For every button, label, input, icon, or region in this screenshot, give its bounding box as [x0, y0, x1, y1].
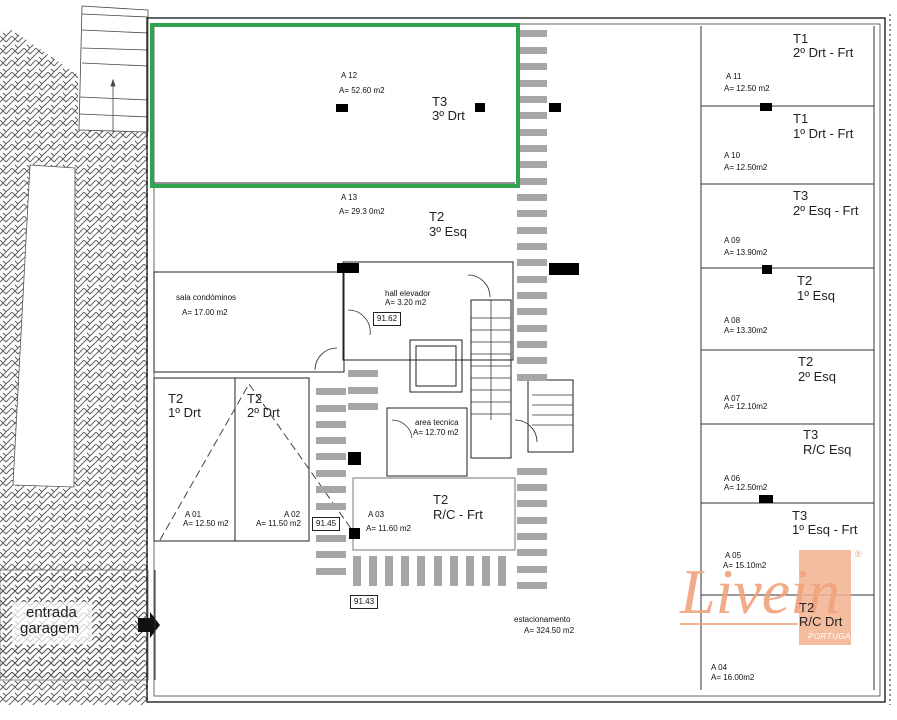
unit-a07-id: A 07 [724, 394, 741, 403]
unit-a13-floor: 3º Esq [429, 224, 467, 239]
unit-a06-area: A= 12.50m2 [724, 483, 768, 492]
unit-a04-floor: R/C Drt [799, 614, 843, 629]
garage-entrance-line2: garagem [20, 620, 80, 637]
unit-a11-floor: 2º Drt - Frt [793, 45, 854, 60]
unit-a10-type: T1 [793, 111, 809, 126]
unit-a01-id: A 01 [185, 510, 202, 519]
unit-a01-type: T2 [168, 391, 184, 406]
highlighted-unit-a12[interactable] [150, 23, 520, 188]
unit-a12-area: A= 52.60 m2 [339, 86, 385, 95]
unit-a10-id: A 10 [724, 151, 741, 160]
unit-a12-floor: 3º Drt [432, 108, 465, 123]
unit-a07-area: A= 12.10m2 [724, 402, 768, 411]
logo-box [799, 550, 851, 645]
room-parking-area: A= 324.50 m2 [524, 626, 575, 635]
structural-columns [336, 103, 773, 539]
unit-a07-floor: 2º Esq [798, 369, 836, 384]
unit-a13-type: T2 [429, 209, 445, 224]
room-sala-area: A= 17.00 m2 [182, 308, 228, 317]
unit-a08-id: A 08 [724, 316, 741, 325]
parking-stripes [316, 30, 547, 589]
unit-a01-floor: 1º Drt [168, 405, 201, 420]
unit-a09-id: A 09 [724, 236, 741, 245]
unit-a02-type: T2 [247, 391, 263, 406]
unit-a06-id: A 06 [724, 474, 741, 483]
unit-a05-id: A 05 [725, 551, 742, 560]
unit-a08-floor: 1º Esq [797, 288, 835, 303]
logo-text: Livein [680, 556, 840, 627]
unit-a06-floor: R/C Esq [803, 442, 852, 457]
unit-a11-type: T1 [793, 31, 809, 46]
logo-portugal: PORTUGAL [808, 632, 856, 641]
unit-a02-area: A= 11.50 m2 [256, 519, 301, 528]
unit-a11-id: A 11 [726, 72, 742, 81]
room-tecnica-area: A= 12.70 m2 [413, 428, 459, 437]
unit-a03-id: A 03 [368, 510, 385, 519]
unit-a08-type: T2 [797, 273, 813, 288]
unit-a10-area: A= 12.50m2 [724, 163, 768, 172]
unit-a04-area: A= 16.00m2 [711, 673, 755, 682]
unit-a02-floor: 2º Drt [247, 405, 280, 420]
unit-a06-type: T3 [803, 427, 819, 442]
unit-a09-area: A= 13.90m2 [724, 248, 768, 257]
unit-a10-floor: 1º Drt - Frt [793, 126, 854, 141]
garage-entrance-label: entrada garagem [20, 605, 79, 637]
elevation-marker: 91.43 [350, 595, 379, 609]
room-hall-name: hall elevador [385, 289, 431, 298]
unit-a01-area: A= 12.50 m2 [183, 519, 229, 528]
logo-registered-icon: ® [855, 549, 862, 559]
logo-underline [680, 623, 798, 625]
room-tecnica-name: area tecnica [415, 418, 459, 427]
unit-a07-type: T2 [798, 354, 814, 369]
ramp [78, 5, 149, 133]
unit-a04-id: A 04 [711, 663, 728, 672]
unit-a09-type: T3 [793, 188, 809, 203]
unit-a05-floor: 1º Esq - Frt [792, 522, 858, 537]
room-sala-name: sala condóminos [176, 293, 237, 302]
elevation-marker: 91.62 [373, 312, 402, 326]
unit-a11-area: A= 12.50 m2 [724, 84, 770, 93]
planter-strip [12, 164, 76, 488]
room-parking-name: estacionamento [514, 615, 571, 624]
unit-a05-area: A= 15.10m2 [723, 561, 767, 570]
unit-a13-area: A= 29.3 0m2 [339, 207, 385, 216]
unit-a08-area: A= 13.30m2 [724, 326, 768, 335]
unit-a12-id: A 12 [341, 71, 358, 80]
unit-a03-floor: R/C - Frt [433, 507, 483, 522]
unit-a12-type: T3 [432, 94, 448, 109]
unit-a09-floor: 2º Esq - Frt [793, 203, 859, 218]
unit-a02-id: A 02 [284, 510, 301, 519]
elevation-marker: 91.45 [312, 517, 341, 531]
garage-entrance-line1: entrada [26, 604, 77, 621]
unit-a04-type: T2 [799, 600, 815, 615]
room-hall-area: A= 3.20 m2 [385, 298, 427, 307]
unit-a05-type: T3 [792, 508, 808, 523]
unit-a03-area: A= 11.60 m2 [366, 524, 411, 533]
unit-a03-type: T2 [433, 492, 449, 507]
unit-a13-id: A 13 [341, 193, 358, 202]
